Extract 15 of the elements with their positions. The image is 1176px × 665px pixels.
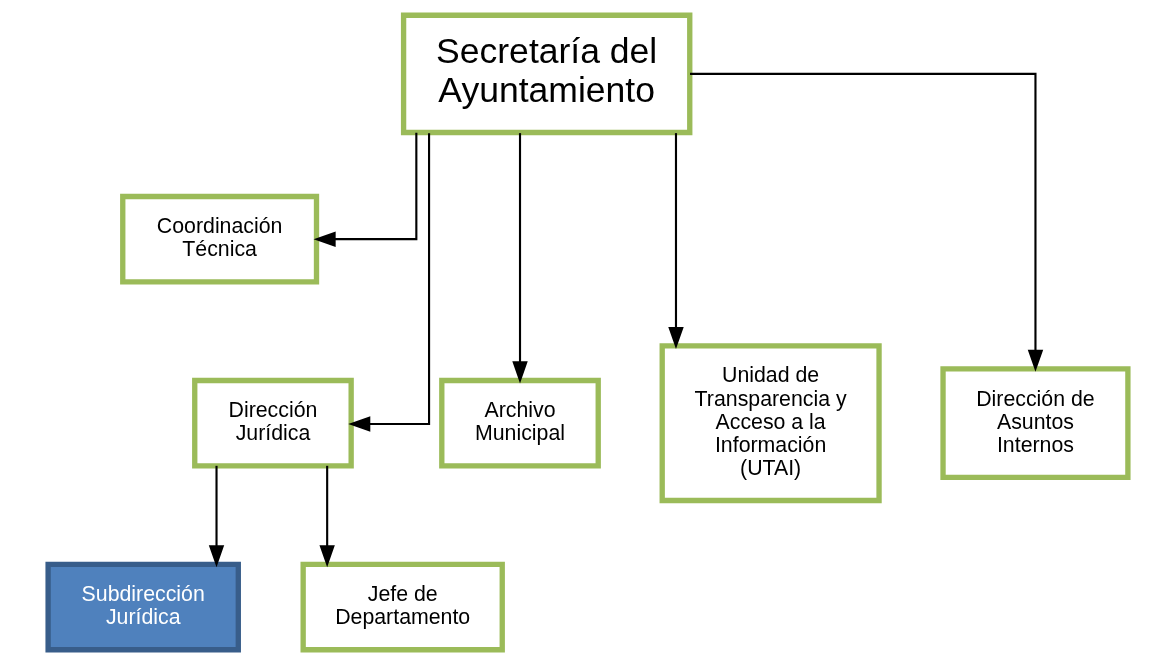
node-box: Unidad de Transparencia y Acceso a la Información (UTAI) [659, 343, 882, 504]
node-box: Jefe de Departamento [300, 561, 505, 653]
node-box: Archivo Municipal [439, 377, 601, 469]
node-box: Dirección de Asuntos Internos [940, 366, 1131, 481]
node-box: Secretaría del Ayuntamiento [400, 12, 693, 136]
node-box: Subdirección Jurídica [45, 561, 241, 653]
arrow [512, 133, 528, 384]
arrow [313, 132, 418, 247]
arrow [348, 133, 431, 432]
arrow [690, 72, 1044, 372]
arrow [208, 465, 225, 568]
node-box: Coordinación Técnica [120, 193, 320, 285]
node-box: Dirección Jurídica [192, 377, 354, 469]
arrow [668, 133, 684, 350]
arrow [319, 465, 335, 568]
